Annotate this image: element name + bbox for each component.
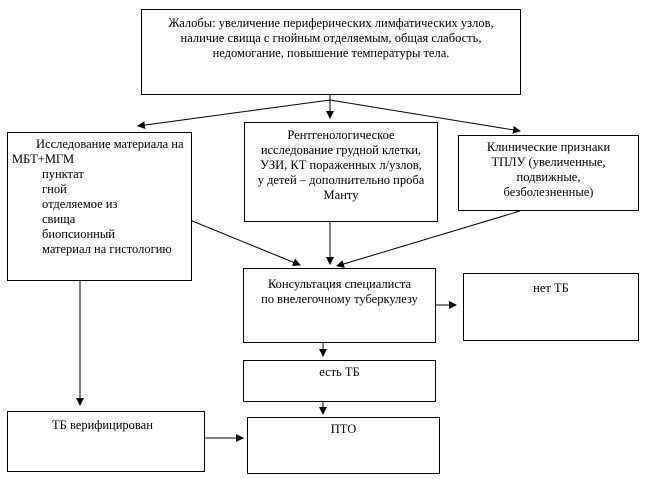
lab-title-line: Исследование материала на (36, 137, 184, 151)
xray-line: исследование грудной клетки, (260, 143, 422, 157)
consultation-box: Консультация специалиста по внелегочному… (243, 268, 436, 343)
lab-title-line: МБТ+МГМ (12, 152, 75, 166)
arrow-clinical-to-consult (336, 210, 521, 268)
complaints-line: наличие свища с гнойным отделяемым, обща… (180, 31, 482, 45)
no-tb-label: нет ТБ (533, 281, 569, 295)
clinical-signs-box: Клинические признаки ТПЛУ (увеличенные, … (458, 135, 639, 211)
clinical-line: ТПЛУ (увеличенные, (491, 155, 606, 169)
no-tb-box: нет ТБ (463, 273, 639, 341)
pto-label: ПТО (330, 422, 357, 436)
xray-line: УЗИ, КТ пораженных л/узлов, (260, 158, 422, 172)
arrow-to-clinical (329, 99, 521, 134)
pto-box: ПТО (247, 417, 440, 474)
clinical-line: подвижные, (516, 170, 581, 184)
arrow-lab-to-consult (184, 217, 301, 267)
lab-item: биопсионный (42, 227, 115, 241)
xray-line: Рентгенологическое (287, 128, 395, 142)
verified-label: ТБ верифицирован (52, 418, 153, 432)
yes-tb-box: есть ТБ (243, 360, 436, 402)
lab-item: гной (42, 182, 67, 196)
consult-line: Консультация специалиста (267, 277, 412, 291)
arrow-to-lab (137, 99, 331, 130)
clinical-line: Клинические признаки (486, 140, 611, 154)
clinical-line: безболезненные) (503, 185, 594, 199)
tb-verified-box: ТБ верифицирован (7, 411, 205, 472)
xray-line: Манту (323, 188, 359, 202)
lab-item: отделяемое из (42, 197, 118, 211)
lab-item: свища (42, 212, 76, 226)
yes-tb-label: есть ТБ (319, 365, 360, 379)
xray-exam-box: Рентгенологическое исследование грудной … (244, 122, 438, 222)
consult-line: по внелегочному туберкулезу (261, 292, 418, 306)
xray-line: у детей – дополнительно проба (257, 173, 425, 187)
complaints-line: недомогание, повышение температуры тела. (212, 46, 450, 60)
lab-item: пунктат (42, 167, 84, 181)
complaints-line: Жалобы: увеличение периферических лимфат… (168, 16, 494, 30)
lab-item: материал на гистологию (42, 242, 172, 256)
complaints-box: Жалобы: увеличение периферических лимфат… (141, 9, 521, 95)
lab-research-box: Исследование материала на МБТ+МГМ пункта… (7, 132, 192, 281)
